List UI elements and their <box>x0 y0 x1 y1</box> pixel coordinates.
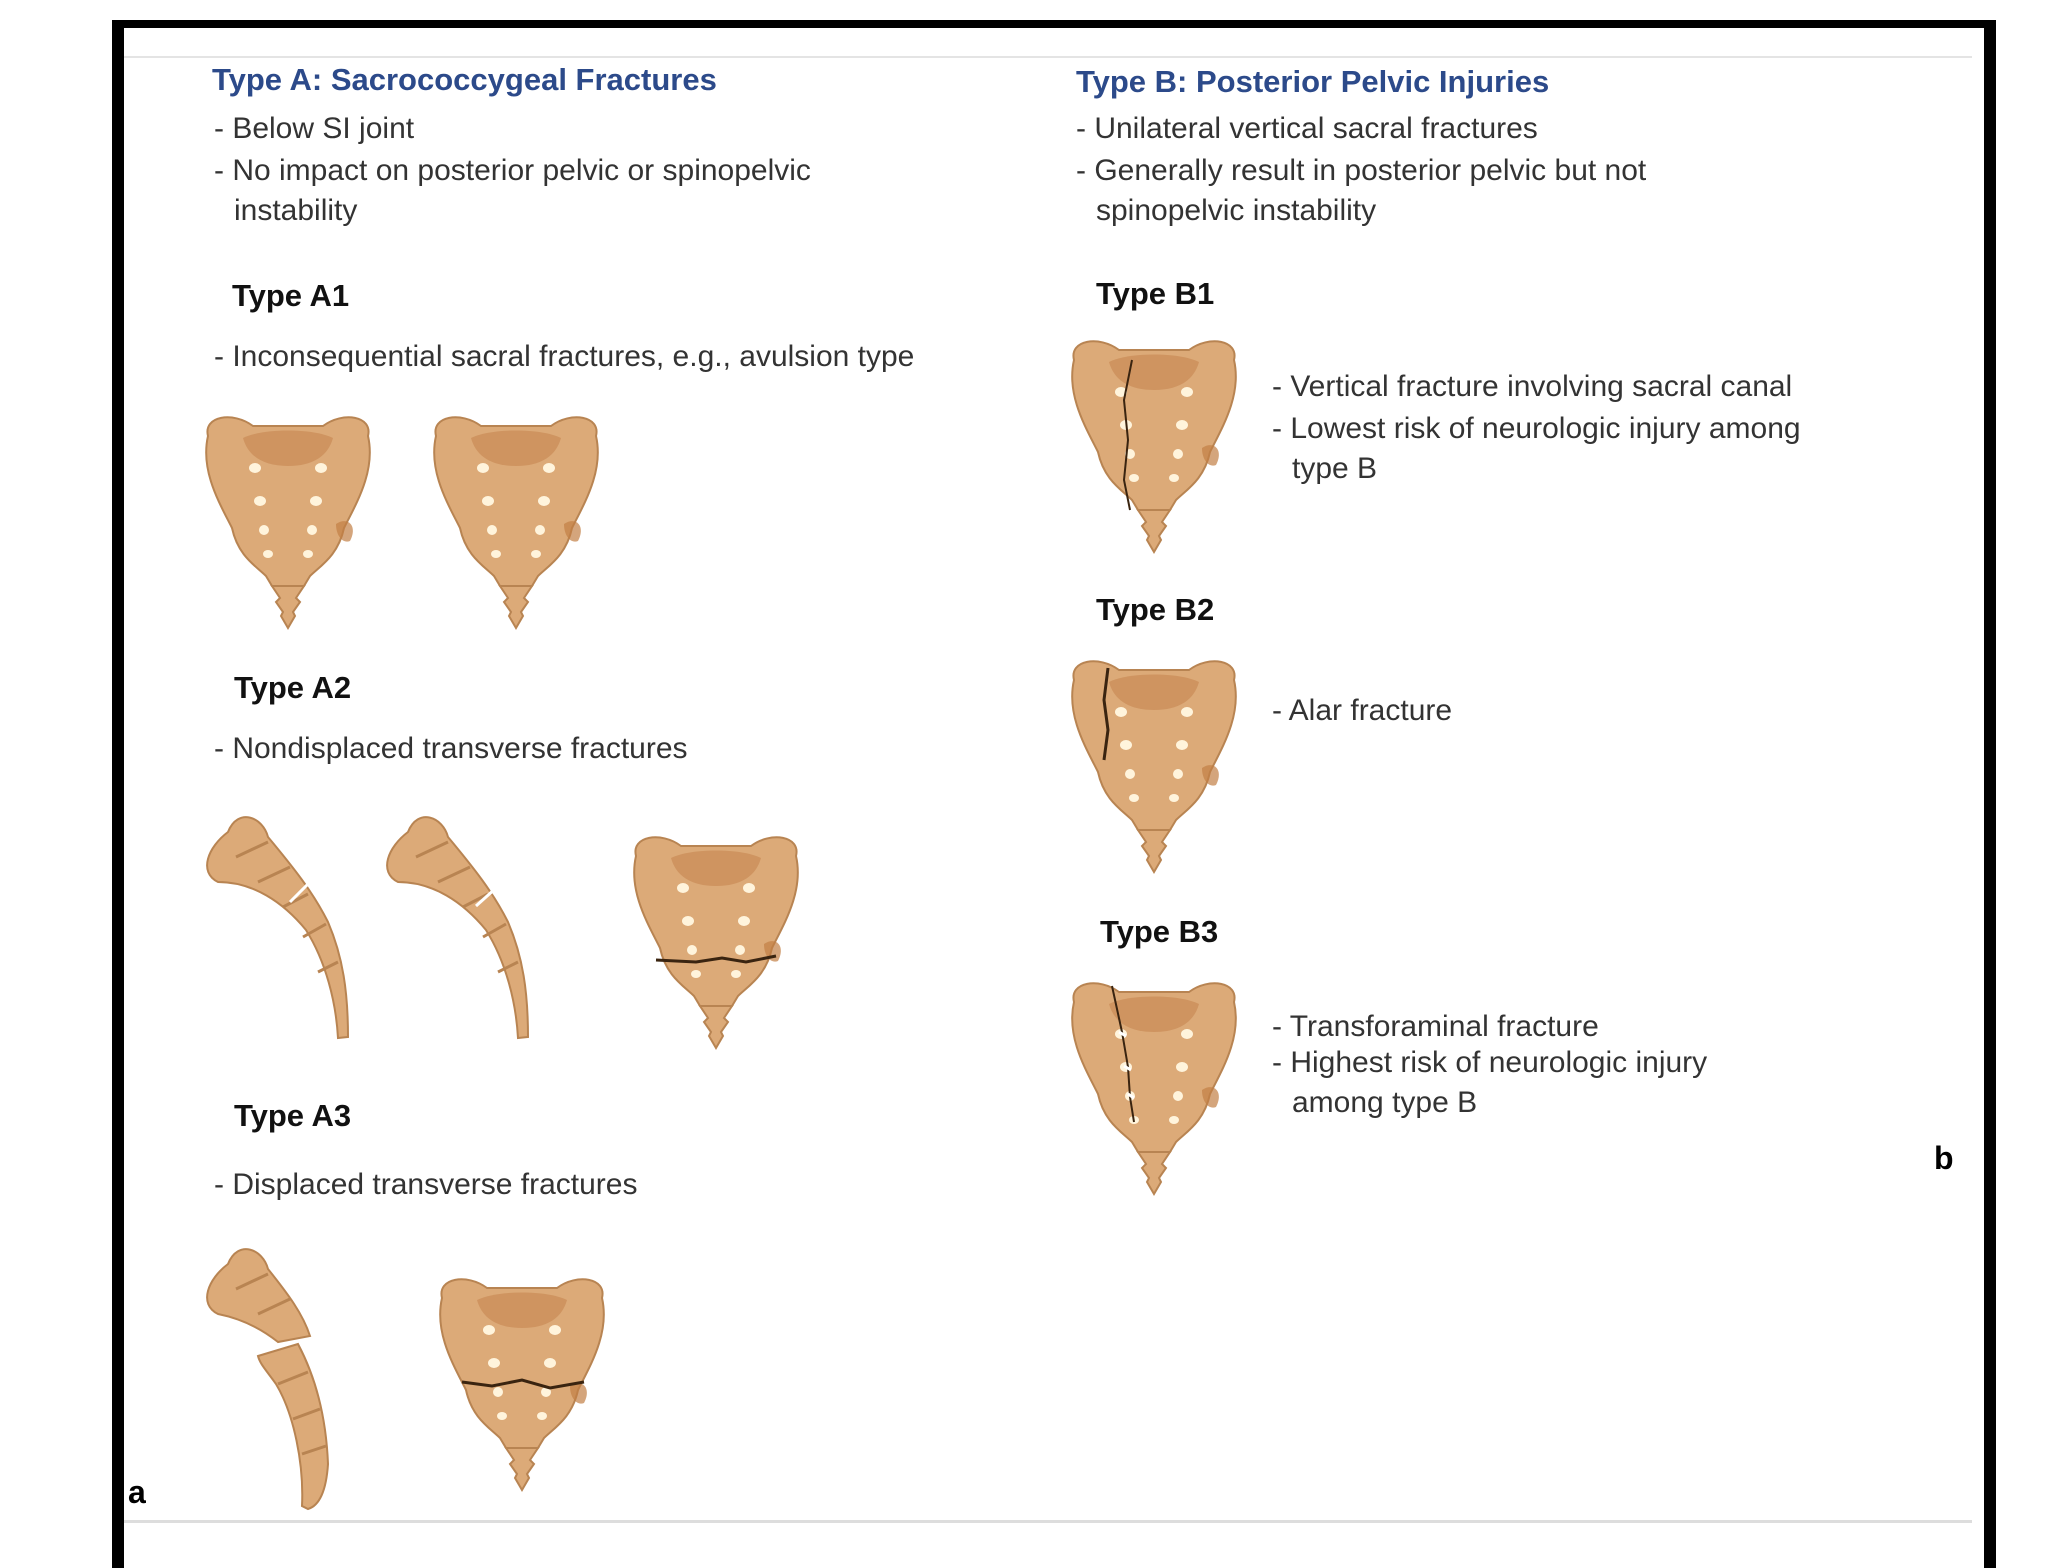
type-b3-desc-3: among type B <box>1292 1086 1478 1119</box>
type-a3-title: Type A3 <box>234 1098 352 1133</box>
top-divider <box>124 56 1972 58</box>
type-b-bullet-2-cont: spinopelvic instability <box>1096 194 1377 227</box>
b1-sacrum <box>1071 340 1237 553</box>
panel-label-a: a <box>128 1474 146 1510</box>
type-b3-desc-2: - Highest risk of neurologic injury <box>1272 1046 1708 1079</box>
type-b3-desc-1: - Transforaminal fracture <box>1272 1010 1599 1043</box>
type-a-bullet-2-cont: instability <box>234 194 358 227</box>
type-a2-desc: - Nondisplaced transverse fractures <box>214 732 688 765</box>
type-b3-title: Type B3 <box>1100 914 1219 949</box>
type-b1-desc-1: - Vertical fracture involving sacral can… <box>1272 370 1793 403</box>
type-a3-desc: - Displaced transverse fractures <box>214 1168 638 1201</box>
a1-sacrum-2 <box>433 416 599 629</box>
a2-sacrum <box>633 836 799 1049</box>
b3-sacrum <box>1071 982 1237 1195</box>
type-a-bullet-1: - Below SI joint <box>214 112 415 145</box>
type-b2-desc: - Alar fracture <box>1272 694 1453 727</box>
bottom-divider <box>124 1520 1972 1523</box>
b2-sacrum <box>1071 660 1237 873</box>
type-a-header: Type A: Sacrococcygeal Fractures <box>212 62 717 97</box>
type-a2-title: Type A2 <box>234 670 352 705</box>
figure-frame <box>112 20 1996 1568</box>
type-a-bullet-2: - No impact on posterior pelvic or spino… <box>214 154 811 187</box>
a3-lateral-displaced <box>206 1248 330 1511</box>
type-a1-title: Type A1 <box>232 278 350 313</box>
type-b1-title: Type B1 <box>1096 276 1215 311</box>
type-b1-desc-3: type B <box>1292 452 1378 485</box>
a1-sacrum-1 <box>205 416 371 629</box>
type-b-header: Type B: Posterior Pelvic Injuries <box>1076 64 1550 99</box>
type-b-bullet-1: - Unilateral vertical sacral fractures <box>1076 112 1538 145</box>
type-b2-title: Type B2 <box>1096 592 1215 627</box>
a2-lateral-2 <box>385 815 530 1040</box>
a2-lateral-1 <box>205 815 350 1040</box>
type-b-bullet-2: - Generally result in posterior pelvic b… <box>1076 154 1647 187</box>
type-b1-desc-2: - Lowest risk of neurologic injury among <box>1272 412 1801 445</box>
panel-label-b: b <box>1934 1140 1954 1176</box>
a3-sacrum <box>439 1278 605 1491</box>
type-a1-desc: - Inconsequential sacral fractures, e.g.… <box>214 340 915 373</box>
